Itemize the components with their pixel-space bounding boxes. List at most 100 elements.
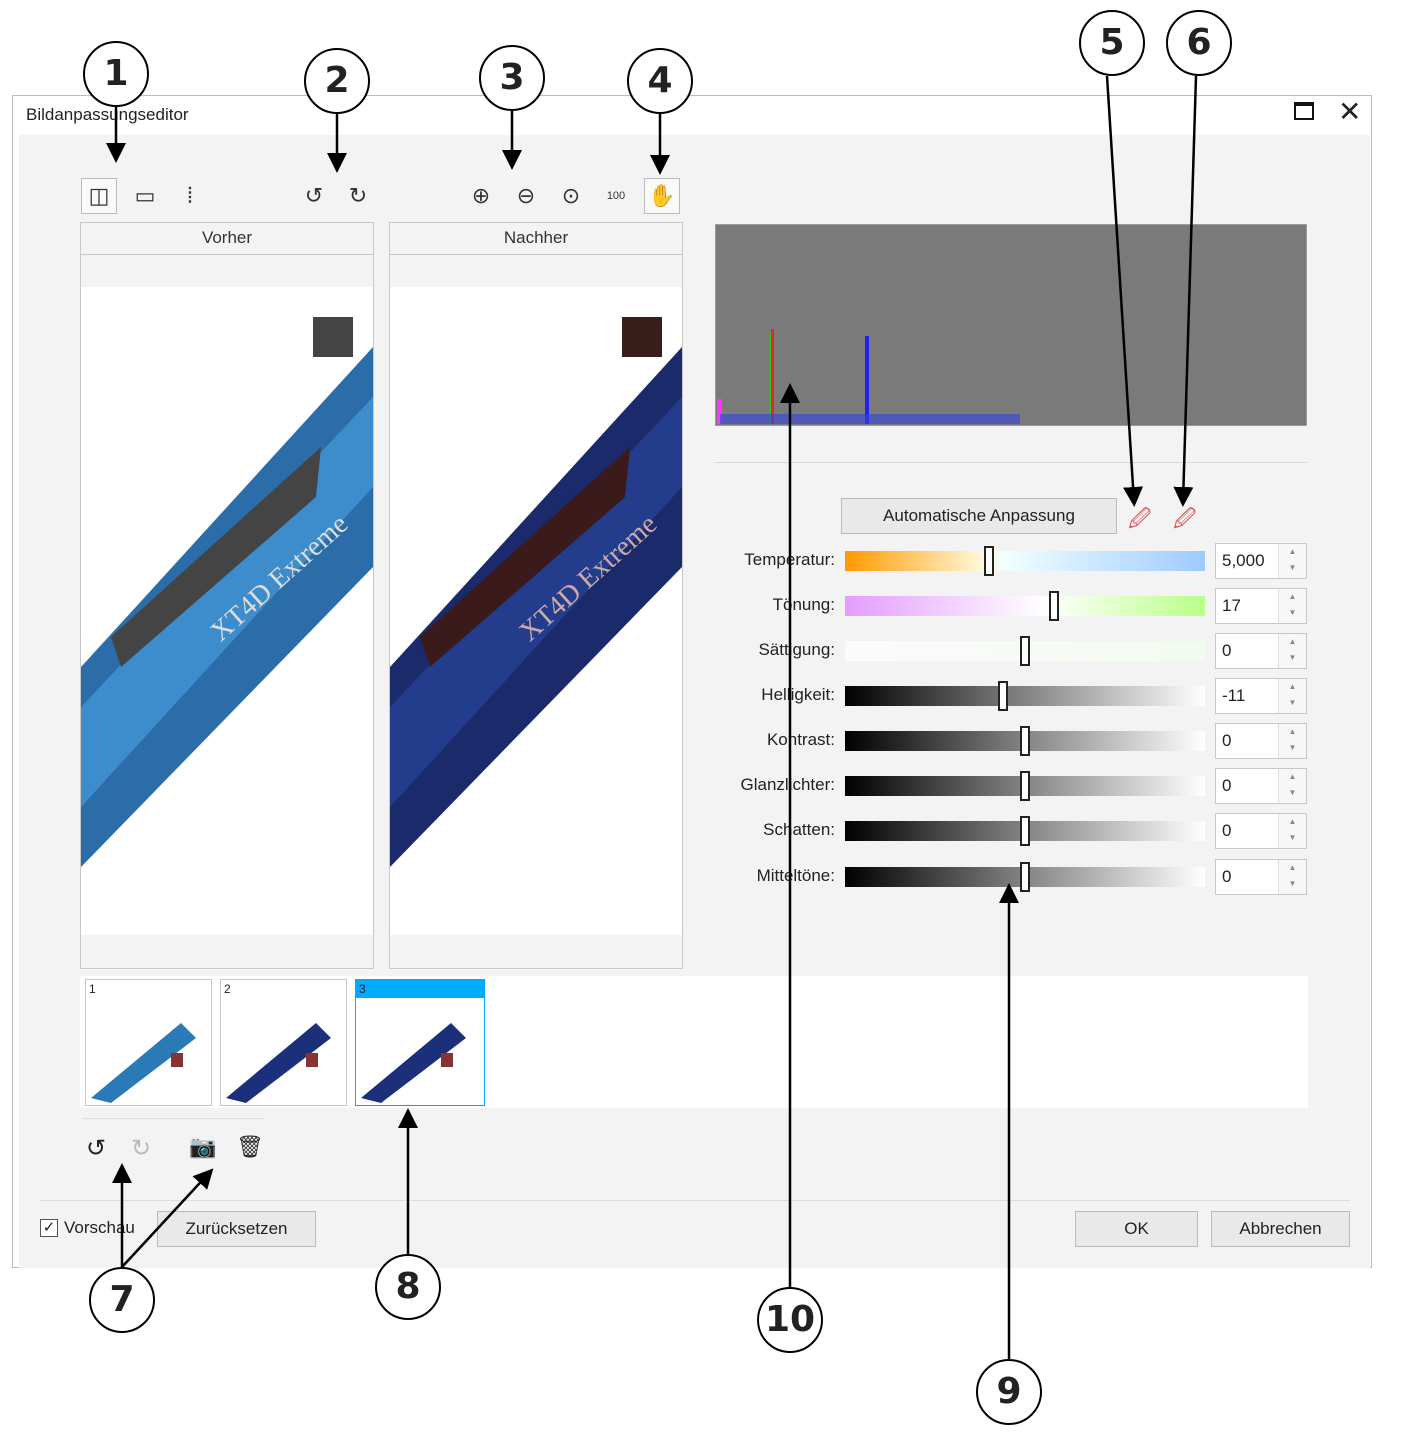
spin-arrows-icon[interactable]: ▲▼ [1278,589,1306,623]
slider-thumb[interactable] [1020,816,1030,846]
value-input[interactable]: 0 [1222,867,1232,886]
adjustment-slider[interactable] [845,862,1205,892]
spin-arrows-icon[interactable]: ▲▼ [1278,724,1306,758]
callout-6: 6 [1166,10,1232,76]
value-spinbox[interactable]: 0 ▲▼ [1215,723,1307,759]
slider-label: Temperatur: [744,550,835,569]
auto-adjust-button[interactable]: Automatische Anpassung [841,498,1117,534]
value-spinbox[interactable]: -11 ▲▼ [1215,678,1307,714]
slider-thumb[interactable] [998,681,1009,711]
histogram [715,224,1307,426]
reset-button[interactable]: Zurücksetzen [157,1211,316,1247]
slider-thumb[interactable] [1020,636,1030,666]
window-title: Bildanpassungseditor [26,105,189,124]
slider-thumb[interactable] [1020,726,1030,756]
undo-icon[interactable]: ↺ [86,1135,107,1162]
spin-arrows-icon[interactable]: ▲▼ [1278,544,1306,578]
before-image[interactable]: XT4D Extreme [81,287,373,935]
cancel-button[interactable]: Abbrechen [1211,1211,1350,1247]
spin-arrows-icon[interactable]: ▲▼ [1278,769,1306,803]
slider-thumb[interactable] [1020,771,1030,801]
value-input[interactable]: -11 [1222,686,1246,705]
split-line-view-icon[interactable]: ⦙ [187,183,193,208]
snapshot-thumbnail[interactable]: 1 [85,979,212,1106]
snapshot-thumbnail[interactable]: 3 [355,979,485,1106]
zoom-fit-icon[interactable]: ⊙ [561,183,581,208]
callout-7: 7 [89,1267,155,1333]
slider-thumb[interactable] [984,546,994,576]
callout-9: 9 [976,1359,1042,1425]
slider-label: Sättigung: [758,640,835,659]
preview-label: Vorschau [64,1218,135,1237]
white-point-eyedropper-icon[interactable]: 🖉 [1128,506,1152,531]
zoom-100-icon[interactable]: 100 [606,190,626,202]
snapshot-thumbnail[interactable]: 2 [220,979,347,1106]
value-input[interactable]: 0 [1222,641,1232,660]
adjustment-slider[interactable] [845,681,1205,711]
preview-checkbox[interactable]: ✓ [40,1219,58,1237]
callout-2: 2 [304,48,370,114]
divider [39,1200,1350,1201]
snapshot-image [226,1023,331,1103]
divider [82,1118,265,1119]
value-input[interactable]: 0 [1222,776,1232,795]
split-view-icon[interactable]: ◫ [81,178,117,214]
callout-10: 10 [757,1287,823,1353]
black-point-eyedropper-icon[interactable]: 🖉 [1173,506,1197,531]
snapshot-number: 3 [356,980,484,998]
before-label: Vorher [81,223,373,255]
callout-8: 8 [375,1254,441,1320]
callout-5: 5 [1079,10,1145,76]
value-spinbox[interactable]: 5,000 ▲▼ [1215,543,1307,579]
snapshot-number: 2 [224,982,231,996]
slider-label: Mitteltöne: [756,866,835,885]
redo-icon[interactable]: ↻ [131,1135,152,1162]
histogram-bar-magenta [717,399,722,424]
maximize-icon[interactable] [1294,102,1314,120]
zoom-in-icon[interactable]: ⊕ [471,183,491,208]
snapshot-camera-icon[interactable]: 📷 [189,1134,217,1159]
spin-arrows-icon[interactable]: ▲▼ [1278,679,1306,713]
single-view-icon[interactable]: ▭ [134,183,156,208]
spin-arrows-icon[interactable]: ▲▼ [1278,860,1306,894]
slider-thumb[interactable] [1048,591,1059,621]
divider [715,462,1307,463]
ok-button[interactable]: OK [1075,1211,1198,1247]
value-spinbox[interactable]: 0 ▲▼ [1215,633,1307,669]
value-input[interactable]: 5,000 [1222,551,1265,570]
value-input[interactable]: 0 [1222,731,1232,750]
slider-label: Schatten: [763,820,835,839]
spin-arrows-icon[interactable]: ▲▼ [1278,634,1306,668]
slider-label: Helligkeit: [761,685,835,704]
hand-icon[interactable]: ✋ [644,178,680,214]
adjustment-slider[interactable] [845,771,1205,801]
before-panel: Vorher XT4D Extreme [80,222,374,969]
value-input[interactable]: 17 [1222,596,1241,615]
snapshot-number: 1 [89,982,96,996]
delete-icon[interactable]: 🗑 [236,1134,264,1159]
value-spinbox[interactable]: 17 ▲▼ [1215,588,1307,624]
histogram-low-values [720,414,1020,424]
adjustment-slider[interactable] [845,636,1205,666]
snapshot-image [361,1023,466,1103]
value-spinbox[interactable]: 0 ▲▼ [1215,768,1307,804]
histogram-bar-blue [865,336,869,424]
snapshot-image [91,1023,196,1103]
adjustment-slider[interactable] [845,546,1205,576]
spin-arrows-icon[interactable]: ▲▼ [1278,814,1306,848]
after-image[interactable]: XT4D Extreme [390,287,682,935]
rotate-left-icon[interactable]: ↺ [304,183,324,208]
adjustment-slider[interactable] [845,726,1205,756]
value-spinbox[interactable]: 0 ▲▼ [1215,859,1307,895]
value-input[interactable]: 0 [1222,821,1232,840]
slider-label: Kontrast: [766,730,835,749]
rotate-right-icon[interactable]: ↻ [348,183,368,208]
slider-thumb[interactable] [1020,862,1030,892]
histogram-bar-red [771,329,774,424]
adjustment-slider[interactable] [845,591,1205,621]
adjustment-slider[interactable] [845,816,1205,846]
close-icon[interactable]: ✕ [1338,96,1362,127]
value-spinbox[interactable]: 0 ▲▼ [1215,813,1307,849]
zoom-out-icon[interactable]: ⊖ [516,183,536,208]
callout-4: 4 [627,48,693,114]
